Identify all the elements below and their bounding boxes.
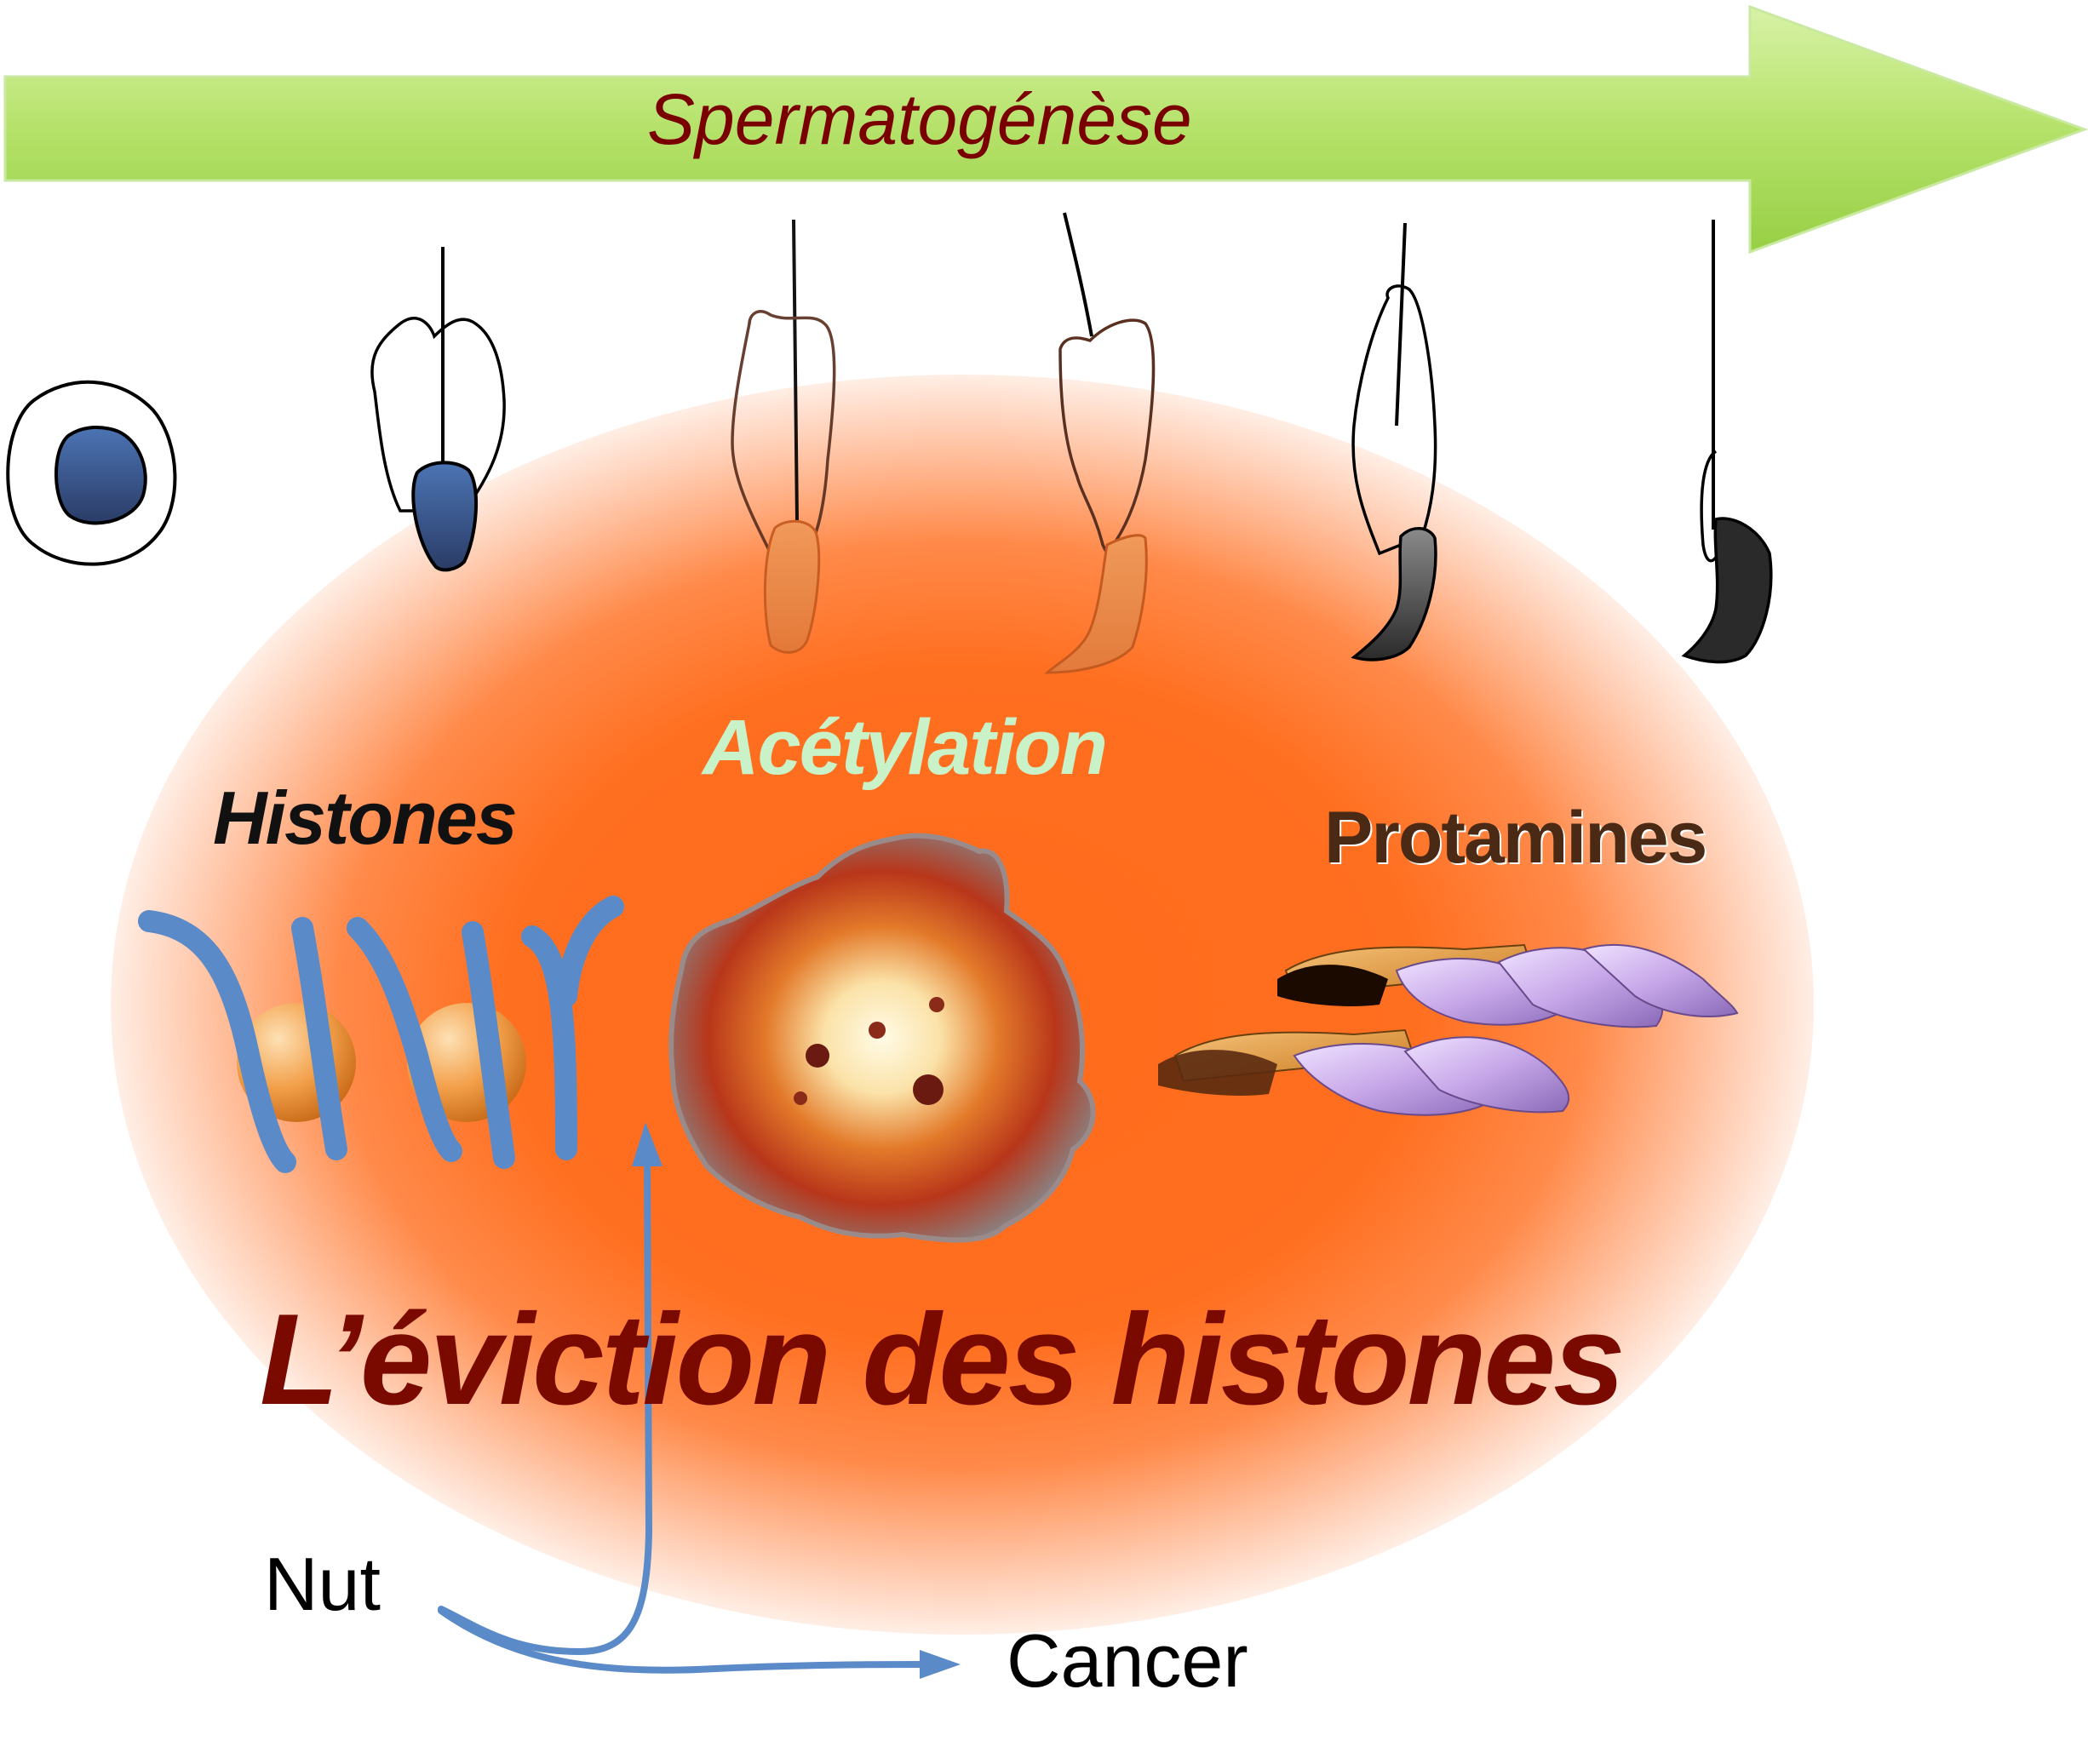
elongating-spermatid-4	[1351, 222, 1437, 662]
cancer-label: Cancer	[1007, 1618, 1248, 1703]
nut-label: Nut	[264, 1542, 381, 1626]
spermatozoon	[1681, 220, 1773, 664]
histone-eviction-title: L’éviction des histones	[260, 1287, 1626, 1432]
arrow-head-up	[632, 1122, 663, 1166]
protamines-label: Protamines	[1324, 797, 1707, 879]
protamine-ribbons	[1158, 943, 1739, 1116]
spermatogenesis-arrow	[3, 4, 2088, 255]
acetylation-burst	[668, 833, 1096, 1243]
nut-arrows	[438, 1122, 961, 1679]
elongating-spermatid-3	[1044, 212, 1156, 674]
histones-label: Histones	[213, 776, 518, 860]
histone-nucleosomes	[138, 896, 624, 1173]
elongating-spermatid-1	[370, 247, 506, 572]
arrow-head-right	[920, 1650, 961, 1679]
spermatogenesis-label: Spermatogénèse	[647, 79, 1192, 159]
elongating-spermatid-2	[731, 219, 836, 654]
acetylation-label: Acétylation	[703, 704, 1108, 791]
round-spermatid-cell	[6, 380, 177, 566]
